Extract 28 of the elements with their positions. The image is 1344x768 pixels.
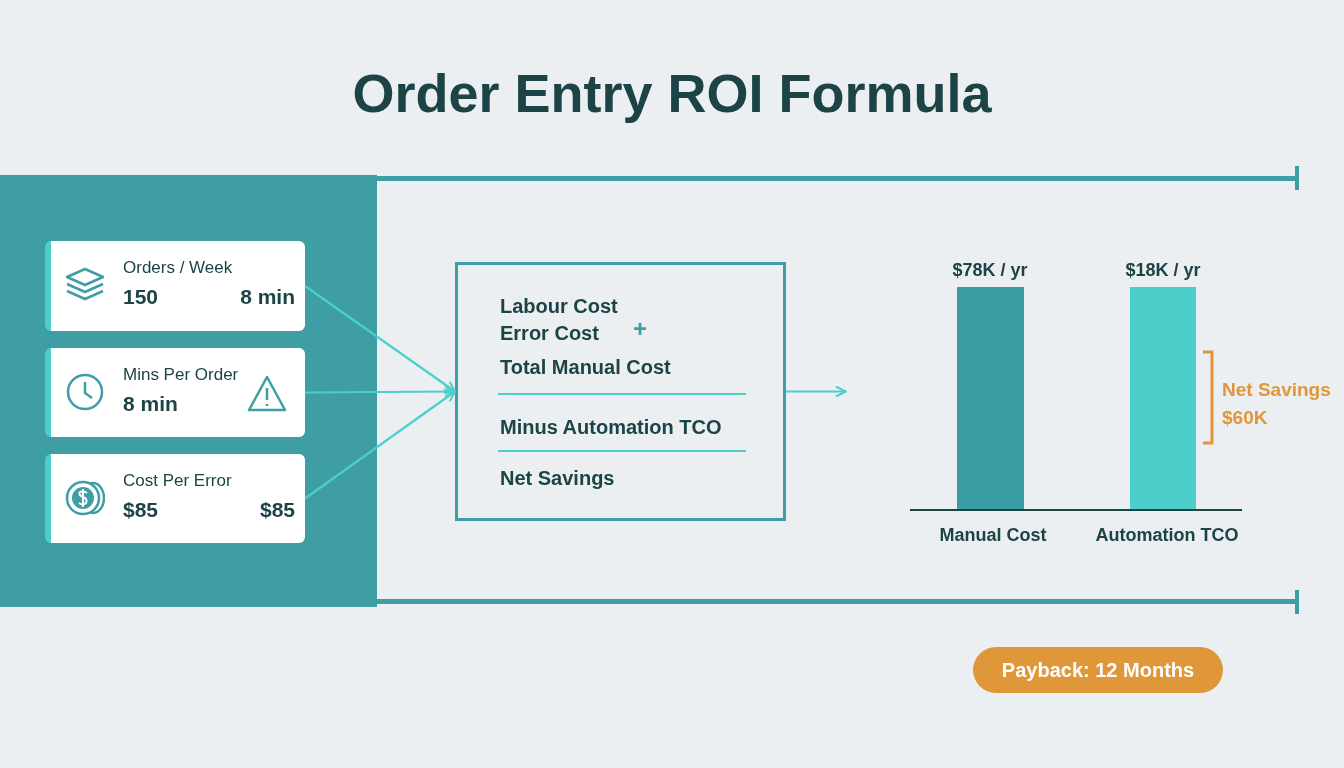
metric-value: 8 min — [123, 392, 178, 416]
field-label: Cost Per Error — [123, 471, 232, 491]
metric-value: 150 — [123, 285, 159, 309]
value-label: $78K / yr — [951, 260, 1029, 281]
value-label: $18K / yr — [1124, 260, 1202, 281]
arrow — [304, 390, 456, 500]
formula-term: Minus Automation TCO — [500, 416, 722, 439]
input-card — [45, 241, 305, 331]
input-card — [45, 348, 305, 437]
field-label: Mins Per Order — [123, 365, 239, 385]
arrow — [304, 285, 456, 393]
metric-value: 8 min — [240, 285, 295, 309]
plus-sign: + — [633, 315, 647, 343]
title: Order Entry ROI Formula — [351, 62, 993, 124]
input-card — [45, 454, 305, 543]
axis-label: Manual Cost — [938, 525, 1048, 546]
formula-term: Labour Cost — [500, 295, 618, 318]
formula-result: Net Savings — [500, 467, 615, 490]
axis-label: Automation TCO — [1094, 525, 1240, 546]
field-label: Orders / Week — [123, 258, 233, 278]
savings-annotation: Net Savings $60K — [1222, 378, 1332, 430]
metric-value: $85 — [259, 498, 295, 522]
formula-box — [455, 262, 786, 521]
formula-term: Error Cost — [500, 322, 599, 345]
metric-value: $85 — [123, 498, 159, 522]
arrow — [786, 385, 847, 398]
formula-result: Total Manual Cost — [500, 356, 671, 379]
payback-badge: Payback: 12 Months — [973, 647, 1223, 693]
